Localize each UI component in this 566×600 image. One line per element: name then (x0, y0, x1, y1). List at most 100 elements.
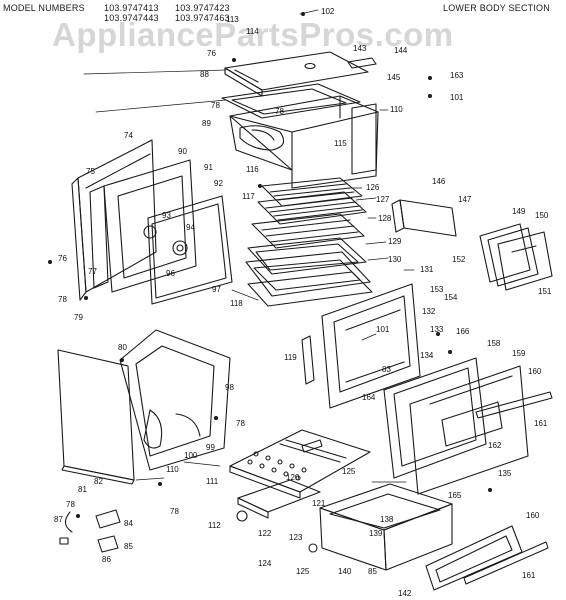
callout-label: 82 (94, 477, 103, 486)
callout-label: 150 (535, 211, 549, 220)
callout-label: 101 (376, 325, 390, 334)
callout-label: 74 (124, 131, 133, 140)
callout-label: 117 (242, 192, 255, 201)
callout-label: 130 (388, 255, 402, 264)
callout-label: 83 (382, 365, 391, 374)
callout-label: 161 (534, 419, 548, 428)
model-number: 103.9747443 (104, 13, 159, 23)
callout-label: 100 (184, 451, 198, 460)
model-numbers-label: MODEL NUMBERS (3, 3, 85, 13)
callout-label: 146 (432, 177, 446, 186)
callout-label: 133 (430, 325, 444, 334)
callout-label: 151 (538, 287, 552, 296)
oven-front-frame-part (104, 160, 196, 292)
callout-label: 120 (286, 473, 300, 482)
callout-label: 110 (166, 465, 179, 474)
callout-label: 78 (58, 295, 67, 304)
callout-label: 160 (526, 511, 540, 520)
callout-label: 123 (289, 533, 303, 542)
callout-label: 135 (498, 469, 512, 478)
callout-label: 129 (388, 237, 402, 246)
top-cover-part (225, 52, 368, 96)
callout-label: 84 (124, 519, 133, 528)
window-glass-part (480, 224, 552, 290)
callout-label: 118 (230, 299, 243, 308)
callout-label: 76 (207, 49, 216, 58)
lower-door-frame-part (384, 358, 486, 478)
callout-label: 164 (362, 393, 376, 402)
callout-label: 85 (124, 542, 133, 551)
side-frame-part (120, 330, 230, 470)
callout-label: 79 (74, 313, 83, 322)
callout-label: 125 (296, 567, 310, 576)
leader-lines (84, 10, 414, 482)
cooktop-part (230, 430, 370, 498)
callout-label: 138 (380, 515, 394, 524)
rear-trim-part (392, 200, 456, 236)
door-handle-part (476, 392, 552, 418)
callout-label: 81 (78, 485, 87, 494)
callout-label: 126 (366, 183, 380, 192)
callout-label: 112 (208, 521, 221, 530)
callout-label: 98 (225, 383, 234, 392)
callout-label: 132 (422, 307, 436, 316)
callout-label: 142 (398, 589, 412, 598)
callout-label: 128 (378, 214, 392, 223)
callout-label: 96 (166, 269, 175, 278)
callout-label: 153 (430, 285, 444, 294)
callout-label: 116 (246, 165, 259, 174)
door-hinge-part (302, 336, 314, 384)
callout-label: 127 (376, 195, 390, 204)
upper-body-part (230, 96, 378, 188)
callout-label: 75 (86, 167, 95, 176)
callout-label: 143 (353, 44, 367, 53)
callout-label: 78 (170, 507, 179, 516)
storage-drawer-part (320, 484, 452, 570)
callout-label: 89 (202, 119, 211, 128)
callout-label: 121 (312, 499, 326, 508)
oven-rack-part (246, 178, 370, 296)
callout-label: 114 (246, 27, 259, 36)
callout-label: 163 (450, 71, 464, 80)
callout-label: 85 (368, 567, 377, 576)
callout-label: 166 (456, 327, 470, 336)
callout-label: 97 (212, 285, 221, 294)
callout-label: 110 (390, 105, 403, 114)
callout-label: 99 (206, 443, 215, 452)
callout-label: 140 (338, 567, 352, 576)
callout-label: 87 (54, 515, 63, 524)
broiler-pan-part (248, 272, 372, 306)
door-outer-panel-part (410, 366, 528, 494)
callout-label: 78 (211, 101, 220, 110)
callout-label: 144 (394, 46, 408, 55)
callout-label: 111 (206, 477, 219, 486)
callout-label: 78 (275, 107, 284, 116)
small-parts (60, 510, 317, 552)
left-side-panel-part (72, 140, 156, 300)
callout-label: 90 (178, 147, 187, 156)
callout-label: 88 (200, 70, 209, 79)
callout-label: 119 (284, 353, 297, 362)
model-number: 103.9747413 (104, 3, 159, 13)
callout-label: 134 (420, 351, 434, 360)
callout-label: 91 (204, 163, 213, 172)
callout-label: 92 (214, 179, 223, 188)
callout-label: 152 (452, 255, 466, 264)
callout-label: 161 (522, 571, 536, 580)
callout-label: 77 (88, 267, 97, 276)
callout-label: 124 (258, 559, 272, 568)
callout-label: 154 (444, 293, 458, 302)
callout-label: 139 (369, 529, 383, 538)
top-bracket-part (348, 58, 376, 68)
cooktop-frame-part (222, 84, 360, 118)
callout-label: 115 (334, 139, 347, 148)
callout-label: 93 (162, 211, 171, 220)
callout-label: 162 (488, 441, 502, 450)
callout-label: 102 (321, 7, 335, 16)
oven-door-inner-part (322, 284, 420, 408)
callout-label: 122 (258, 529, 272, 538)
callout-label: 149 (512, 207, 526, 216)
callout-label: 131 (420, 265, 434, 274)
